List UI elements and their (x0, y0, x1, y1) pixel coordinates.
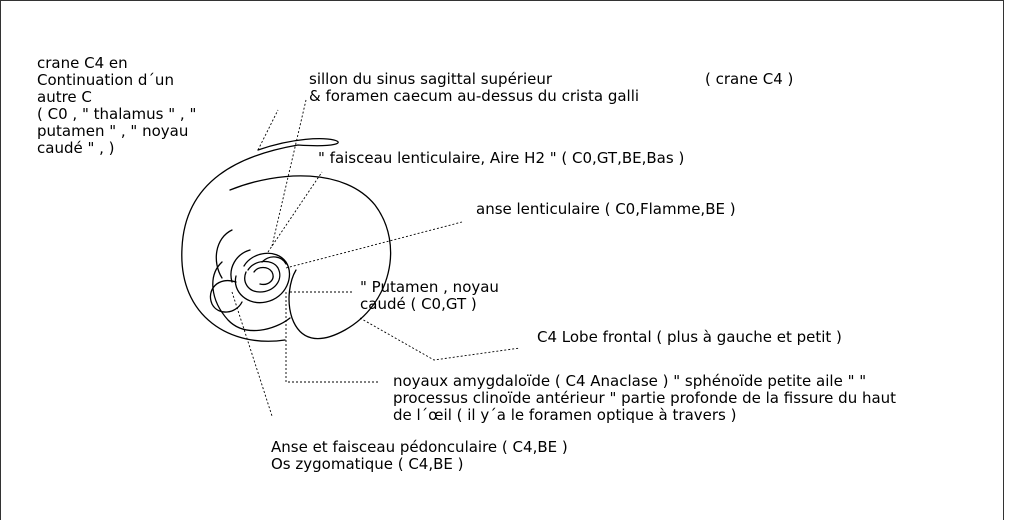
leader-lobe-frontal (359, 317, 521, 361)
inner-whorl-2 (244, 260, 281, 293)
label-sillon-sinus: sillon du sinus sagittal supérieur & for… (309, 70, 640, 105)
label-crane-c4-note: crane C4 en Continuation d´un autre C ( … (37, 54, 197, 157)
inner-whorl-1 (234, 252, 291, 304)
leader-anse-pedonculaire (231, 291, 273, 417)
main-spiral (229, 175, 392, 340)
left-arc (215, 229, 233, 279)
inner-whorl-4 (261, 256, 287, 265)
leader-crane-c4 (257, 109, 279, 151)
leader-faisceau (267, 171, 323, 253)
leader-amygdaloide (285, 292, 378, 383)
inner-whorl-3 (253, 266, 274, 286)
label-faisceau-lenticulaire: " faisceau lenticulaire, Aire H2 " ( C0,… (318, 149, 685, 167)
label-lobe-frontal: C4 Lobe frontal ( plus à gauche et petit… (537, 328, 842, 346)
label-crane-c4-tag: ( crane C4 ) (705, 70, 794, 88)
outer-arc (181, 138, 339, 342)
left-loop (209, 279, 243, 313)
label-noyaux-amygdaloide: noyaux amygdaloïde ( C4 Anaclase ) " sph… (393, 372, 897, 424)
label-anse-pedonculaire: Anse et faisceau pédonculaire ( C4,BE ) … (271, 438, 568, 473)
inner-whorl-5 (230, 249, 251, 283)
leader-sillon (271, 99, 307, 247)
label-anse-lenticulaire: anse lenticulaire ( C0,Flamme,BE ) (476, 200, 736, 218)
leader-anse-lenticulaire (285, 221, 463, 269)
label-putamen-noyau: " Putamen , noyau caudé ( C0,GT ) (360, 278, 499, 313)
lower-curve (212, 261, 291, 332)
